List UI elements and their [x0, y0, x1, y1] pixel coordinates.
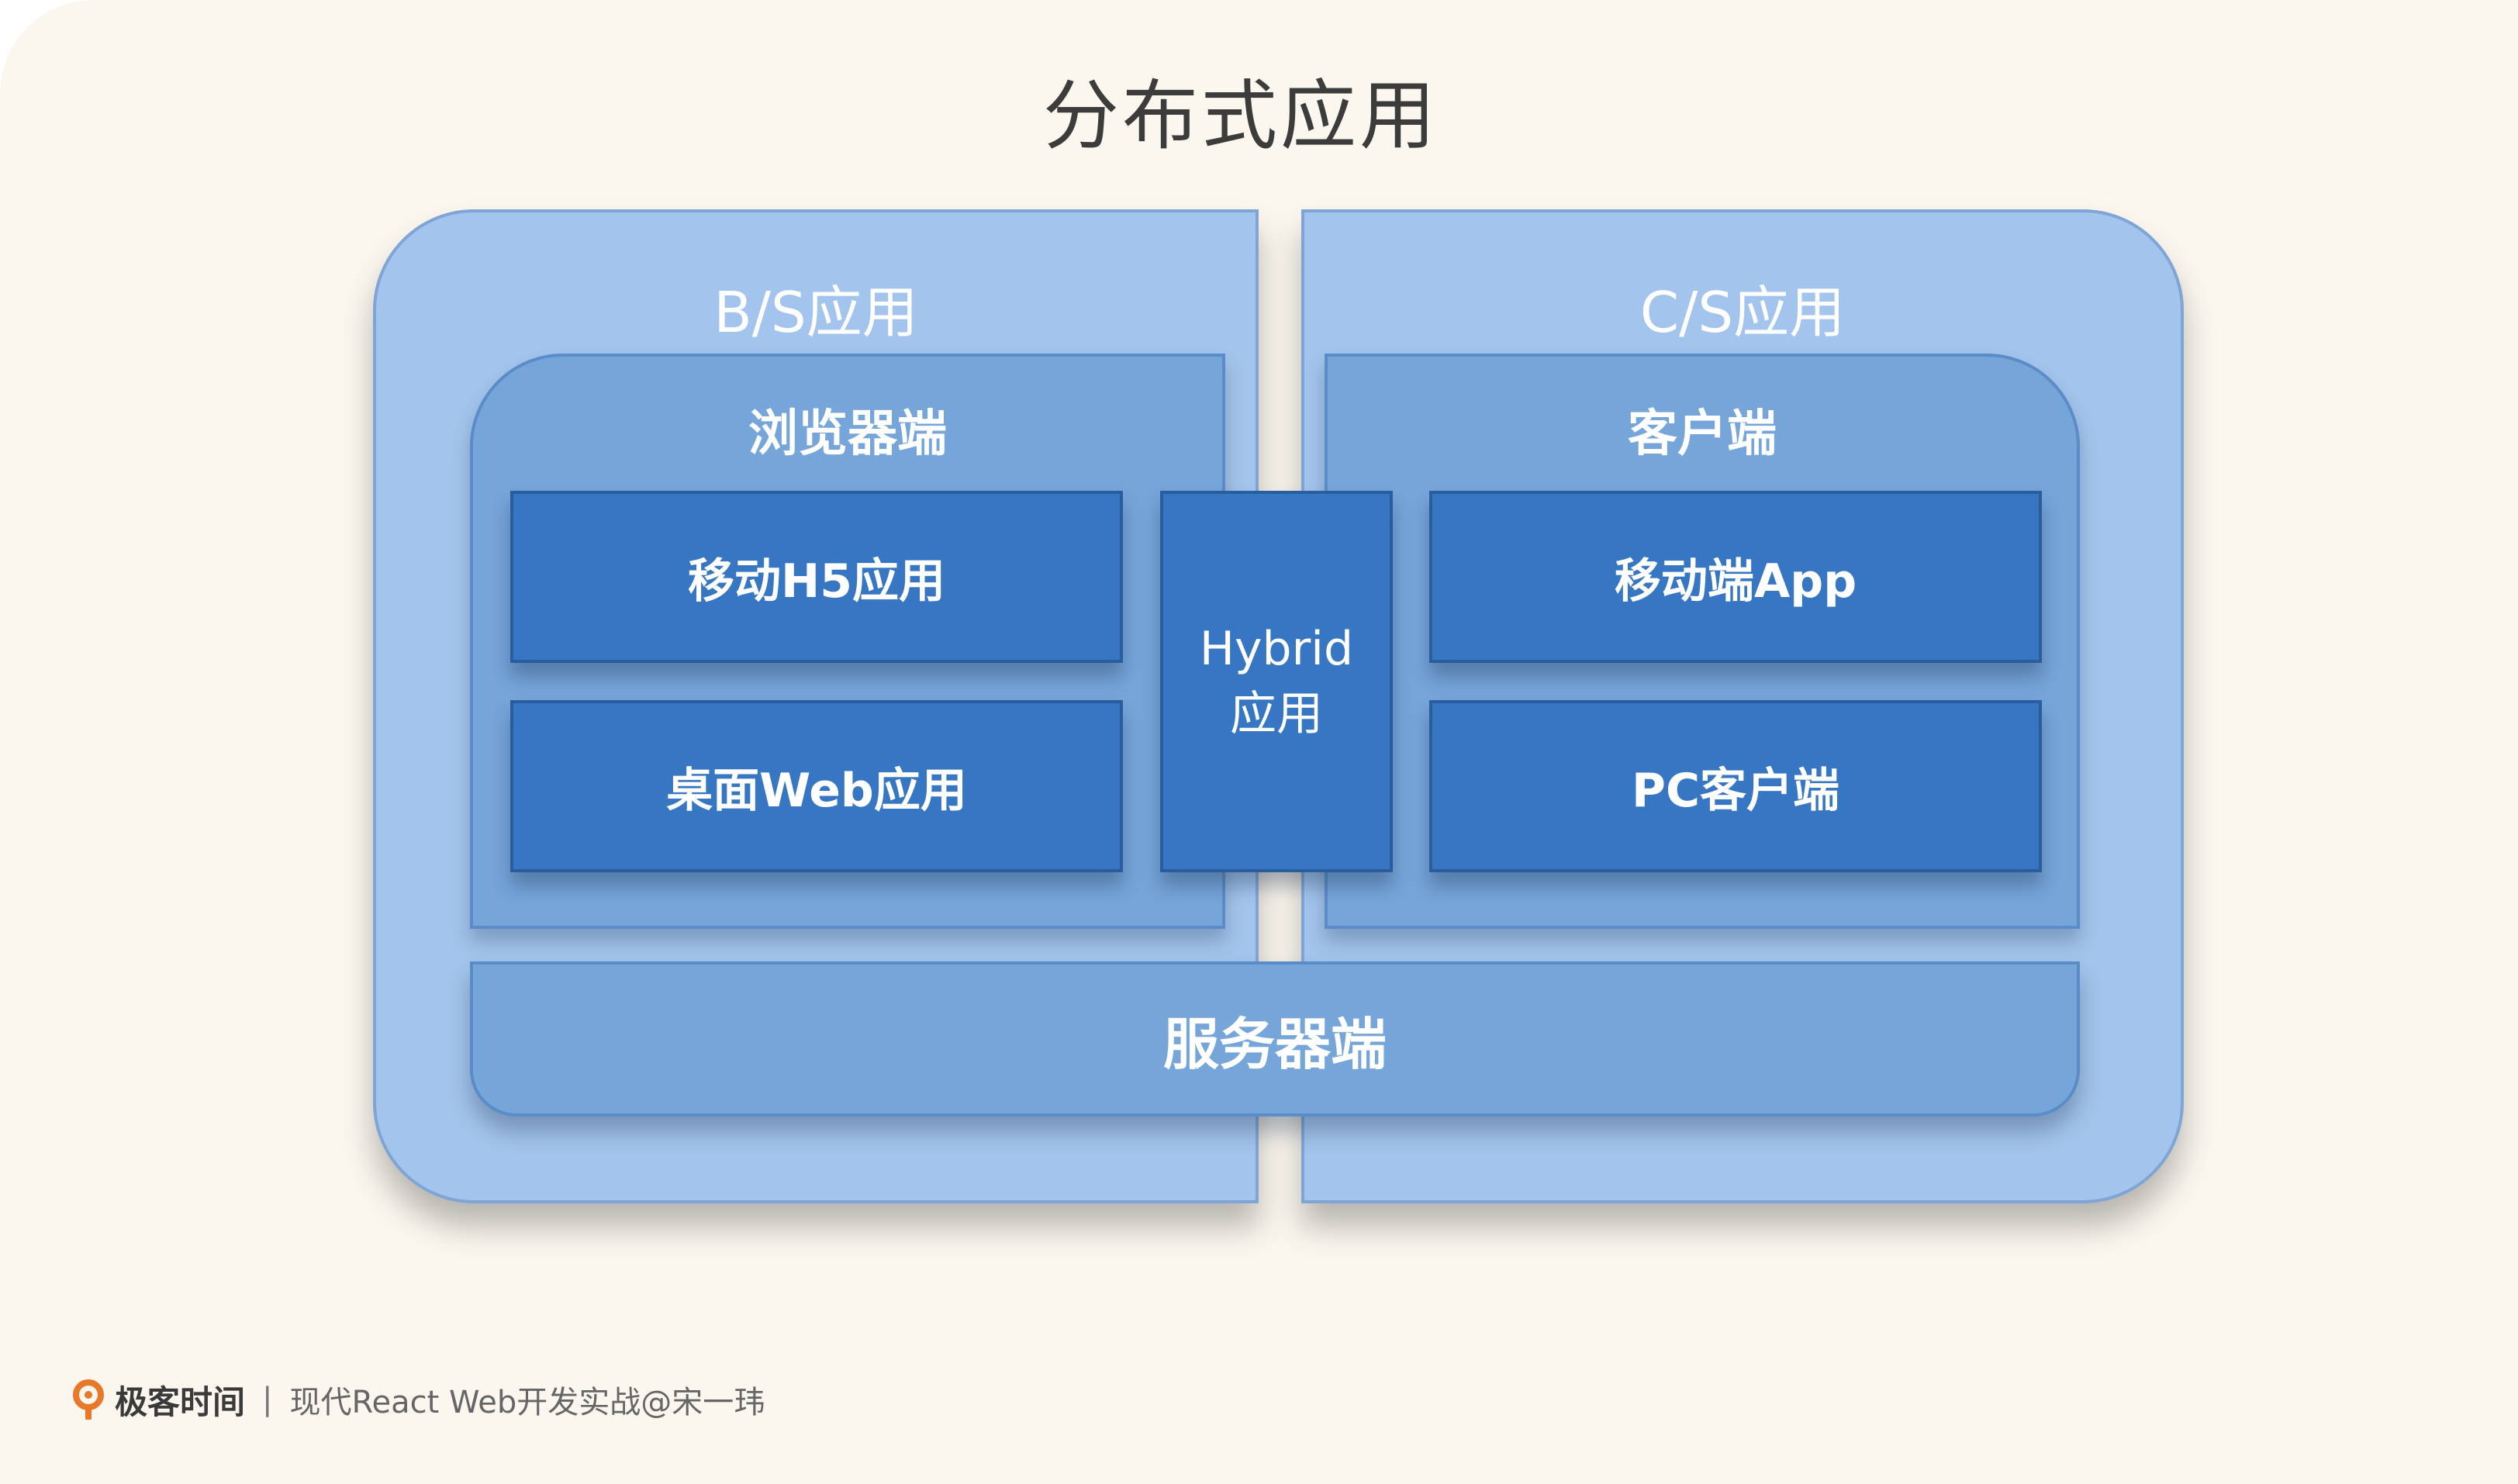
geektime-logo-icon [71, 1379, 105, 1421]
diagram-title: 分布式应用 [1042, 72, 1439, 160]
footer-brand: 极客时间 [115, 1382, 246, 1421]
hybrid-app-label-line1: Hybrid [1199, 622, 1354, 676]
desktop-web-app-box: 桌面Web应用 [510, 700, 1123, 872]
desktop-web-app-label: 桌面Web应用 [666, 763, 967, 818]
client-label: 客户端 [1628, 406, 1777, 463]
footer: 极客时间 | 现代React Web开发实战@宋一玮 [71, 1372, 765, 1427]
mobile-app-label: 移动端App [1614, 554, 1857, 609]
bs-app-label: B/S应用 [713, 280, 918, 345]
hybrid-app-box: Hybrid 应用 [1160, 491, 1393, 872]
pc-client-box: PC客户端 [1429, 700, 2042, 872]
server-label: 服务器端 [1162, 1011, 1387, 1077]
footer-course-title: 现代React Web开发实战@宋一玮 [289, 1385, 765, 1420]
mobile-h5-app-box: 移动H5应用 [510, 491, 1123, 663]
browser-label: 浏览器端 [748, 406, 947, 463]
mobile-app-box: 移动端App [1429, 491, 2042, 663]
server-panel: 服务器端 [470, 961, 2080, 1116]
mobile-h5-app-label: 移动H5应用 [688, 554, 945, 609]
pc-client-label: PC客户端 [1631, 763, 1839, 818]
footer-separator: | [262, 1382, 273, 1417]
cs-app-label: C/S应用 [1639, 280, 1846, 345]
hybrid-app-label-line2: 应用 [1230, 687, 1323, 741]
